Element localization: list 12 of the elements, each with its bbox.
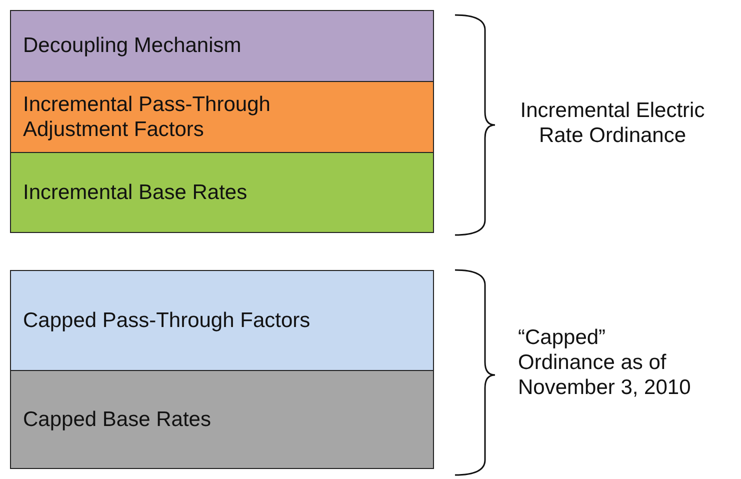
layer-label: Capped Pass-Through Factors	[23, 308, 312, 334]
layer-box	[10, 10, 434, 82]
layer-box	[10, 370, 434, 469]
layer-box	[10, 152, 434, 233]
bracket-label: Incremental Electric Rate Ordinance	[519, 98, 706, 148]
layer-box	[10, 270, 434, 371]
bracket-label: “Capped” Ordinance as of November 3, 2010	[518, 325, 692, 401]
layer-label: Incremental Pass-Through Adjustment Factors	[23, 92, 272, 142]
layer-box	[10, 81, 434, 153]
layer-label: Decoupling Mechanism	[23, 33, 242, 59]
layer-label: Capped Base Rates	[23, 406, 212, 432]
layer-label: Incremental Base Rates	[23, 180, 248, 206]
